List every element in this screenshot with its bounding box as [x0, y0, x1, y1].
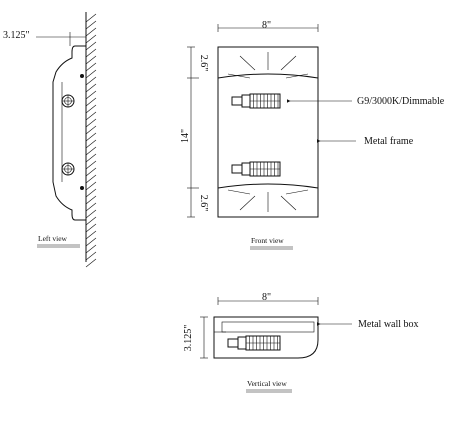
front-bottom-section-dimension: 2.6" [198, 195, 209, 212]
front-top-section-dimension: 2.6" [198, 55, 209, 72]
left-lamp-top [61, 94, 75, 108]
front-lamp-top [231, 93, 281, 109]
left-depth-dimension: 3.125" [3, 30, 30, 41]
frame-callout: Metal frame [364, 136, 414, 147]
front-lamp-bottom [231, 161, 281, 177]
vertical-depth-dimension: 3.125" [183, 325, 194, 352]
vertical-width-dimension: 8" [262, 292, 271, 303]
wall-hatching [85, 13, 97, 268]
metal-wall-box [221, 321, 315, 333]
screw-bottom [80, 186, 84, 190]
vertical-lamp [227, 335, 281, 351]
front-height-dimension: 14" [180, 129, 191, 143]
top-light-rays [227, 52, 309, 79]
front-view: 8" 14" 2.6" [180, 20, 445, 250]
front-width-dimension: 8" [262, 20, 271, 31]
left-fixture-profile [52, 45, 86, 221]
vertical-view: 8" 3.125" Metal wall box Vertical view [183, 292, 419, 393]
vertical-view-caption: Vertical view [247, 379, 287, 388]
left-view-caption: Left view [38, 234, 68, 243]
lamp-callout: G9/3000K/Dimmable [357, 96, 445, 107]
left-lamp-bottom [61, 162, 75, 176]
screw-top [80, 74, 84, 78]
bottom-light-rays [227, 189, 309, 212]
wall-box-callout: Metal wall box [358, 319, 419, 330]
left-view: 3.125" Left view [3, 12, 97, 268]
vertical-body [213, 316, 319, 359]
front-view-caption: Front view [251, 236, 284, 245]
